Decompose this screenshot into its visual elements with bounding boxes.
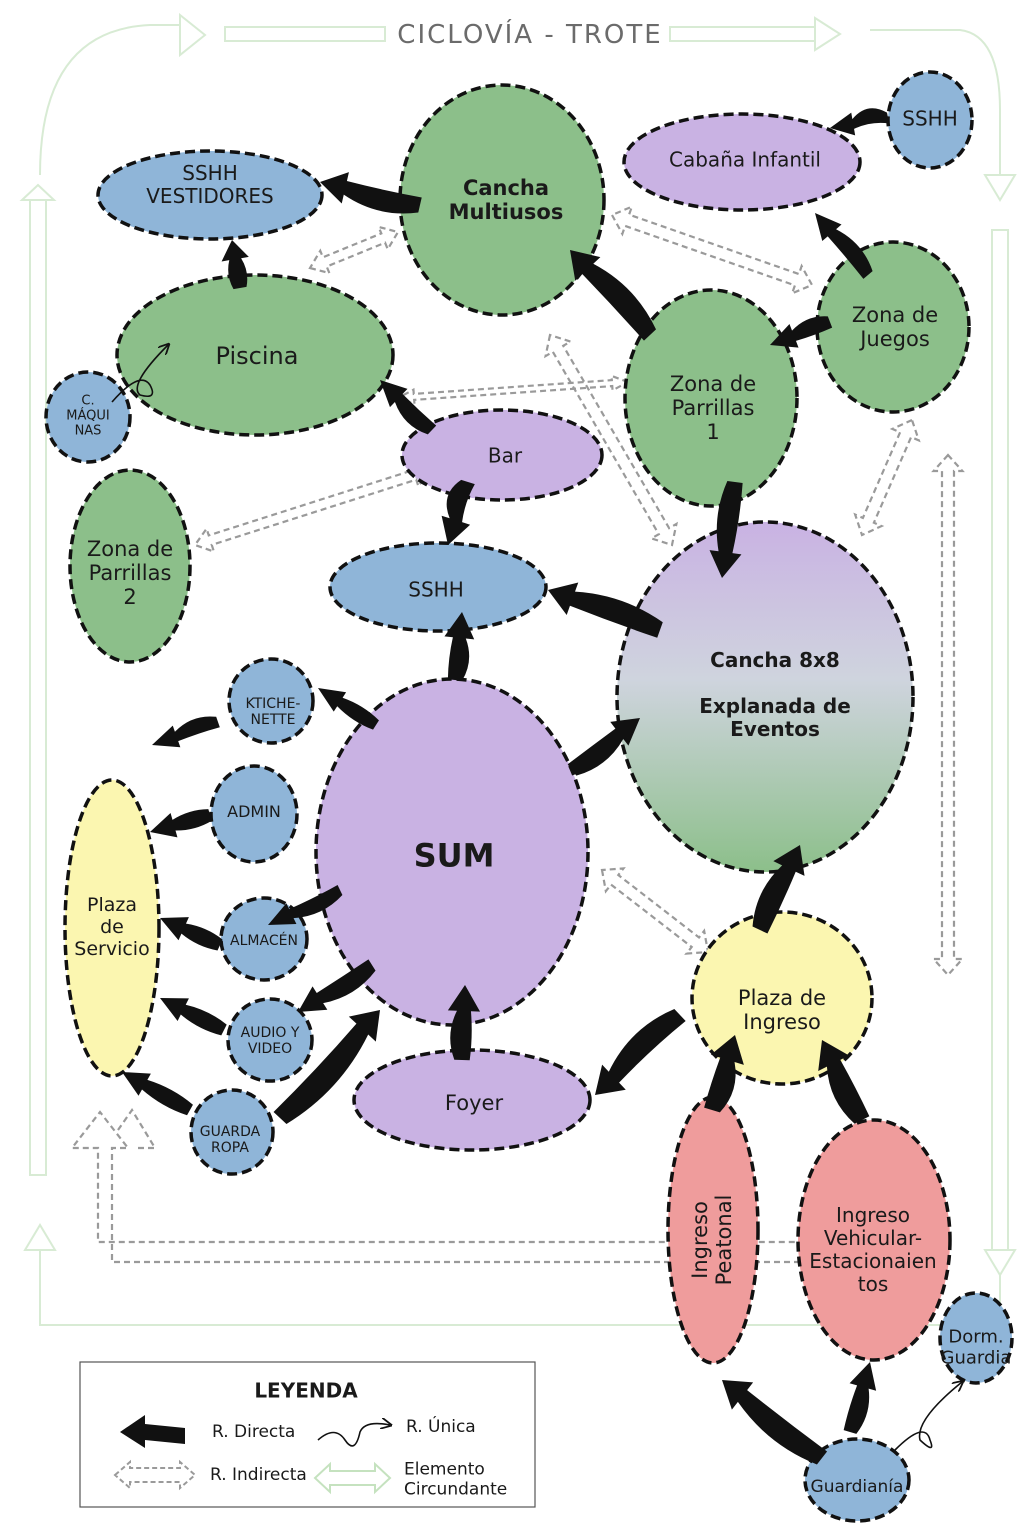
zona-parrillas-2-shape <box>68 468 192 664</box>
cancha-8x8-shape <box>615 520 915 874</box>
admin-shape <box>209 764 299 864</box>
legend-indirect-arrow <box>113 1459 197 1491</box>
indirect-multiusos-juegos <box>610 204 814 296</box>
arrow-piscina-to-vestidores <box>221 240 249 290</box>
guardiania-shape <box>803 1437 911 1523</box>
arrow-juegos-to-cabana <box>815 213 873 279</box>
indirect-juegos-8x8 <box>853 418 921 537</box>
audio-video-shape <box>226 997 314 1083</box>
arrow-admin-to-servicio <box>150 809 212 838</box>
arrow-sum-to-kitchenette <box>318 688 379 730</box>
unique-arrow-guardiania-dorm <box>894 1382 962 1451</box>
arrow-ingreso-to-foyer <box>595 1008 686 1095</box>
arrow-8x8-to-sshhmid <box>548 582 663 638</box>
arrow-juegos-to-parrillas1 <box>770 316 833 348</box>
arrow-peatonal-to-ingreso <box>704 1035 744 1113</box>
zona-juegos-shape <box>815 240 971 414</box>
indirect-piscina-multiusos <box>308 225 400 275</box>
arrow-multiusos-to-vestidores <box>320 172 422 214</box>
plaza-ingreso-shape <box>690 910 874 1086</box>
sshh-vestidores-shape <box>96 149 324 241</box>
indirect-right-vertical <box>931 453 965 977</box>
cancha-multiusos-shape <box>398 83 606 317</box>
arrow-bar-to-piscina <box>380 380 437 435</box>
circulation-frame <box>19 12 1017 1326</box>
bar-shape <box>400 408 604 502</box>
arrow-parrillas1-to-multiusos <box>570 250 657 341</box>
arrow-sum-to-sshhmid <box>444 612 475 681</box>
ingreso-peatonal-shape <box>666 1095 760 1365</box>
arrow-sum-to-audio <box>298 959 376 1012</box>
indirect-parrillas1-piscina <box>395 374 631 406</box>
legend-direct-arrow <box>120 1415 185 1448</box>
arrow-guardiania-to-peatonal <box>722 1380 828 1465</box>
plaza-servicio-shape <box>63 778 161 1078</box>
arrow-sum-to-almacen <box>268 885 343 925</box>
indirect-multiusos-8x8 <box>544 333 678 547</box>
indirect-sum-ingreso <box>600 867 710 955</box>
c-maquinas-shape <box>44 370 132 464</box>
arrow-audio-to-servicio <box>160 998 227 1036</box>
legend <box>79 1361 536 1508</box>
indirect-vehicular-servicio-head <box>117 1107 157 1150</box>
indirect-vehicular-servicio <box>69 1110 800 1264</box>
arrow-foyer-to-sum <box>447 985 481 1061</box>
arrow-sum-to-8x8 <box>567 718 640 776</box>
direct-relations <box>122 108 889 1465</box>
indirect-bar-parrillas2 <box>193 461 432 554</box>
piscina-shape <box>115 273 395 437</box>
arrow-guardaropa-to-sum <box>273 1010 380 1124</box>
arrow-guardaropa-to-servicio <box>122 1072 193 1116</box>
foyer-shape <box>352 1048 592 1152</box>
sshh-top-shape <box>886 70 974 170</box>
arrow-almacen-to-servicio <box>160 917 223 951</box>
arrow-ingreso-to-8x8 <box>752 845 805 934</box>
zona-parrillas-1-shape <box>623 288 799 508</box>
arrow-vehicular-to-ingreso <box>818 1040 870 1124</box>
unique-arrow-maquinas-piscina <box>111 345 168 403</box>
dorm-guardia-shape <box>938 1291 1014 1385</box>
kitchenette-shape <box>227 657 315 745</box>
arrow-guardiania-to-vehicular <box>843 1362 877 1434</box>
sshh-mid-shape <box>328 541 548 633</box>
legend-circundante-arrow <box>313 1461 392 1495</box>
legend-unique-arrow <box>317 1424 390 1447</box>
arrow-kitchenette-to-left <box>152 716 220 748</box>
arrow-sshhtop-to-cabana <box>830 108 889 136</box>
guarda-ropa-shape <box>189 1088 275 1176</box>
unique-relations <box>111 345 962 1451</box>
arrow-bar-to-sshhmid <box>441 479 475 545</box>
arrow-parrillas1-to-8x8 <box>709 480 743 578</box>
ingreso-vehicular-shape <box>796 1118 952 1362</box>
cabana-infantil-shape <box>622 112 862 212</box>
